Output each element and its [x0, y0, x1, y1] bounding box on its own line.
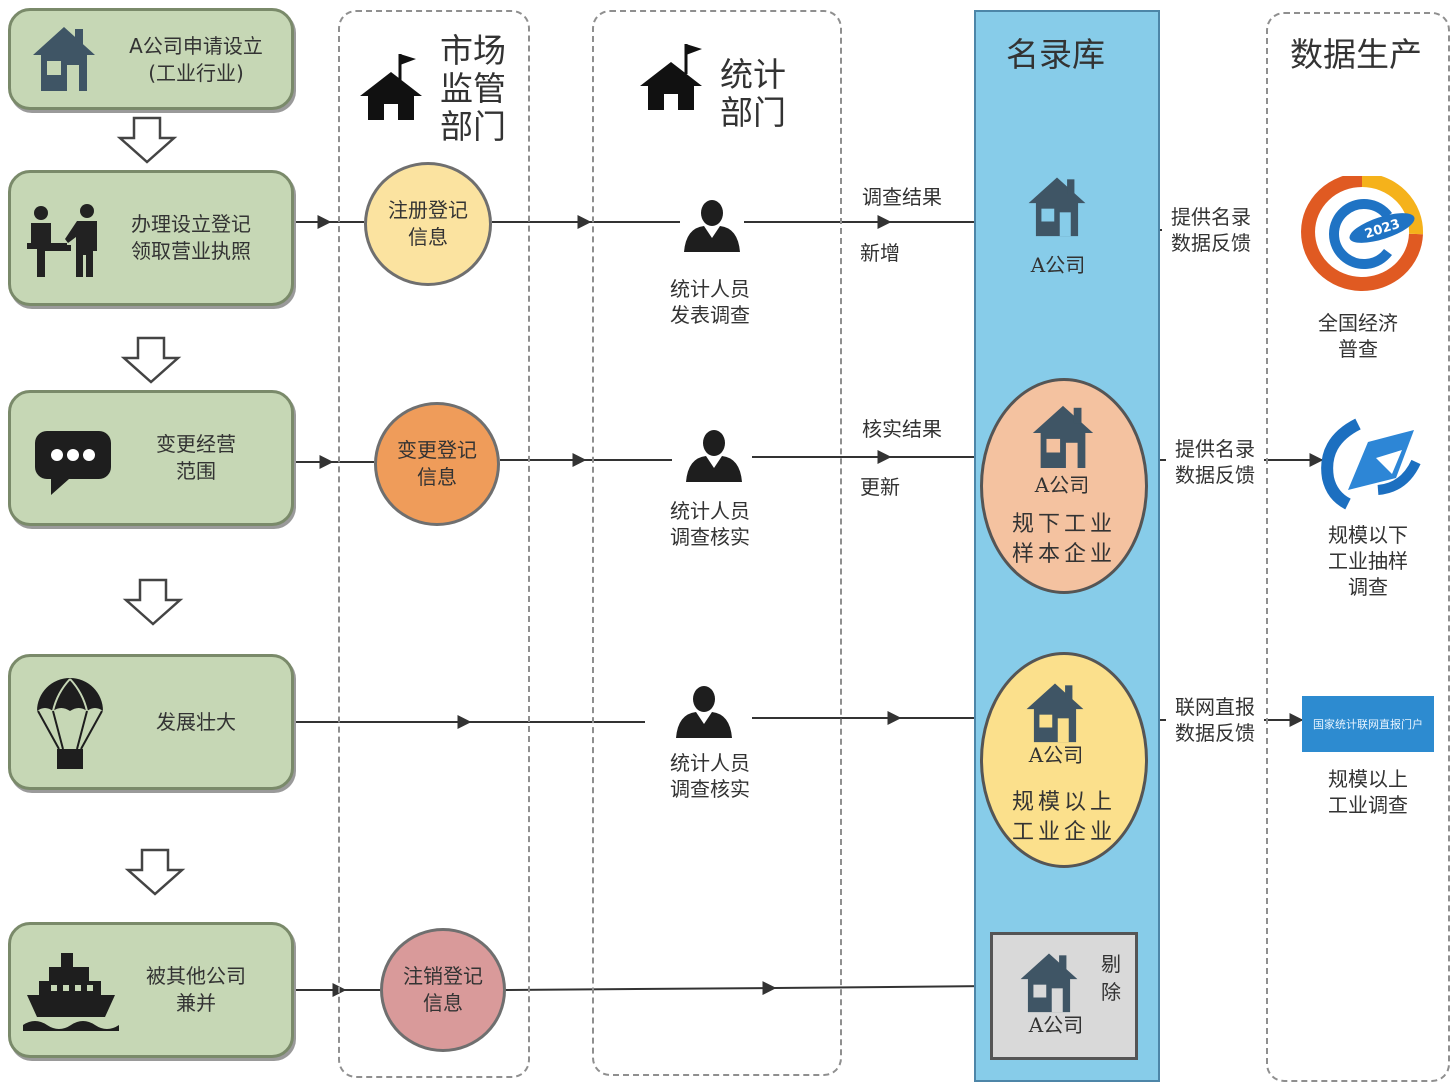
statistician-icon	[676, 428, 752, 488]
above-scale-label: 规模以上 工业企业	[1011, 790, 1116, 845]
feedback-label: 提供名录 数据反馈	[1166, 436, 1264, 488]
census-label: 全国经济 普查	[1318, 311, 1398, 361]
stage-register-label: 办理设立登记 领取营业执照	[131, 212, 251, 263]
register-info-circle: 注册登记 信息	[364, 162, 492, 286]
statistics-lane	[592, 10, 842, 1076]
cancel-info-circle: 注销登记 信息	[380, 928, 506, 1052]
company-label: A公司	[1028, 1013, 1084, 1037]
above-scale-survey-label: 规模以上 工业调查	[1328, 767, 1408, 817]
house-icon	[31, 21, 97, 97]
company-house-icon	[1030, 400, 1096, 474]
stage-apply-label: A公司申请设立 (工业行业)	[129, 34, 263, 85]
company-label: A公司	[1030, 253, 1086, 277]
company-label: A公司	[1028, 743, 1084, 767]
change-info-circle: 变更登记 信息	[374, 402, 500, 526]
new-label: 新增	[860, 241, 900, 265]
company-house-icon	[1026, 172, 1088, 242]
stage-merged-label: 被其他公司 兼并	[146, 964, 246, 1015]
parachute-icon	[35, 677, 105, 777]
feedback-label: 联网直报 数据反馈	[1166, 694, 1264, 746]
data-production-lane	[1266, 12, 1450, 1082]
survey-label: 规模以下 工业抽样 调查	[1328, 523, 1408, 599]
portal-banner-icon: 国家统计联网直报门户	[1302, 696, 1434, 752]
stats-lane-icon	[636, 40, 706, 116]
census-logo-icon: 2023	[1300, 173, 1424, 296]
stage-change-scope: 变更经营 范围	[8, 390, 294, 526]
ship-icon	[23, 951, 119, 1039]
stage-grow: 发展壮大	[8, 654, 294, 790]
removed-label: 剔 除	[1101, 952, 1121, 1004]
company-house-icon	[1024, 678, 1086, 748]
feedback-label: 提供名录 数据反馈	[1162, 204, 1260, 256]
portal-banner-text: 国家统计联网直报门户	[1313, 718, 1423, 731]
statistician-label: 统计人员 调查核实	[670, 499, 750, 549]
statistician-icon	[680, 198, 744, 258]
statistician-label: 统计人员 发表调查	[670, 277, 750, 327]
stats-lane-title: 统计 部门	[720, 55, 786, 132]
company-label: A公司	[1034, 473, 1090, 497]
survey-result-label: 调查结果	[862, 185, 942, 209]
market-lane-icon	[356, 50, 426, 126]
handshake-icon	[25, 203, 105, 283]
stage-register: 办理设立登记 领取营业执照	[8, 170, 294, 306]
stage-apply: A公司申请设立 (工业行业)	[8, 8, 294, 110]
update-label: 更新	[860, 475, 900, 499]
above-scale-ellipse	[980, 652, 1148, 868]
stage-grow-label: 发展壮大	[156, 710, 236, 734]
stage-change-scope-label: 变更经营 范围	[156, 432, 236, 483]
market-lane-title: 市场 监管 部门	[440, 31, 506, 146]
speech-bubble-icon	[33, 427, 113, 503]
registry-lane-title: 名录库	[1006, 35, 1105, 74]
production-lane-title: 数据生产	[1290, 35, 1422, 74]
stage-merged: 被其他公司 兼并	[8, 922, 294, 1058]
below-scale-sample-label: 规下工业 样本企业	[1011, 512, 1116, 567]
statistician-label: 统计人员 调查核实	[670, 751, 750, 801]
survey-logo-icon	[1318, 418, 1422, 518]
verify-result-label: 核实结果	[862, 417, 942, 441]
market-supervision-lane	[338, 10, 530, 1078]
company-house-icon	[1018, 948, 1080, 1018]
statistician-icon	[672, 684, 736, 744]
